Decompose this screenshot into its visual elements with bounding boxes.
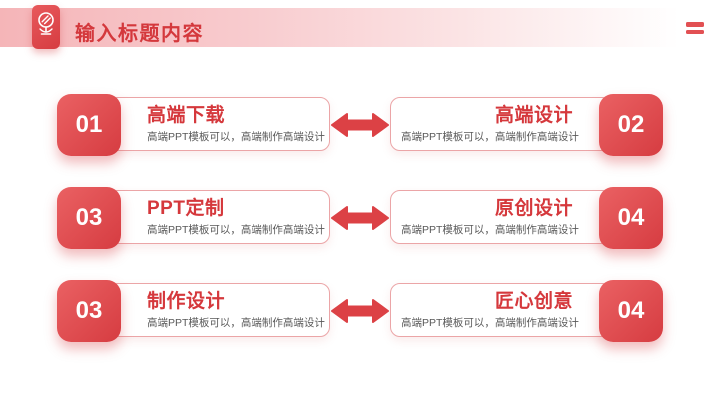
number-badge: 04 xyxy=(599,187,663,249)
feature-card: 高端下载 高端PPT模板可以，高端制作高端设计 xyxy=(108,97,330,151)
menu-equals-icon xyxy=(686,22,704,34)
card-desc: 高端PPT模板可以，高端制作高端设计 xyxy=(147,131,325,143)
card-title: 匠心创意 xyxy=(494,291,573,312)
card-desc: 高端PPT模板可以，高端制作高端设计 xyxy=(401,131,579,143)
feature-card: 原创设计 高端PPT模板可以，高端制作高端设计 xyxy=(390,190,612,244)
header-bar xyxy=(0,8,700,47)
number-badge: 01 xyxy=(57,94,121,156)
feature-card: 匠心创意 高端PPT模板可以，高端制作高端设计 xyxy=(390,283,612,337)
feature-row-2: 03 PPT定制 高端PPT模板可以，高端制作高端设计 原创设计 高端PPT模板… xyxy=(0,187,720,249)
number-badge: 02 xyxy=(599,94,663,156)
card-desc: 高端PPT模板可以，高端制作高端设计 xyxy=(401,317,579,329)
number-badge: 03 xyxy=(57,280,121,342)
feature-row-3: 03 制作设计 高端PPT模板可以，高端制作高端设计 匠心创意 高端PPT模板可… xyxy=(0,280,720,342)
menu-bar-top xyxy=(686,22,704,27)
feature-card: 制作设计 高端PPT模板可以，高端制作高端设计 xyxy=(108,283,330,337)
number-badge: 04 xyxy=(599,280,663,342)
double-arrow-icon xyxy=(331,111,389,139)
number-badge: 03 xyxy=(57,187,121,249)
page-title: 输入标题内容 xyxy=(75,23,204,45)
feature-card: PPT定制 高端PPT模板可以，高端制作高端设计 xyxy=(108,190,330,244)
double-arrow-icon xyxy=(331,297,389,325)
feature-row-1: 01 高端下载 高端PPT模板可以，高端制作高端设计 高端设计 高端PPT模板可… xyxy=(0,94,720,156)
feature-card: 高端设计 高端PPT模板可以，高端制作高端设计 xyxy=(390,97,612,151)
card-title: 高端下载 xyxy=(147,105,226,126)
header-icon-badge xyxy=(32,5,60,49)
card-title: 制作设计 xyxy=(147,291,226,312)
card-desc: 高端PPT模板可以，高端制作高端设计 xyxy=(147,317,325,329)
card-desc: 高端PPT模板可以，高端制作高端设计 xyxy=(147,224,325,236)
card-title: PPT定制 xyxy=(147,198,225,219)
card-desc: 高端PPT模板可以，高端制作高端设计 xyxy=(401,224,579,236)
double-arrow-icon xyxy=(331,204,389,232)
card-title: 高端设计 xyxy=(494,105,573,126)
mirror-icon xyxy=(36,11,56,44)
card-title: 原创设计 xyxy=(494,198,573,219)
menu-bar-bottom xyxy=(686,29,704,34)
